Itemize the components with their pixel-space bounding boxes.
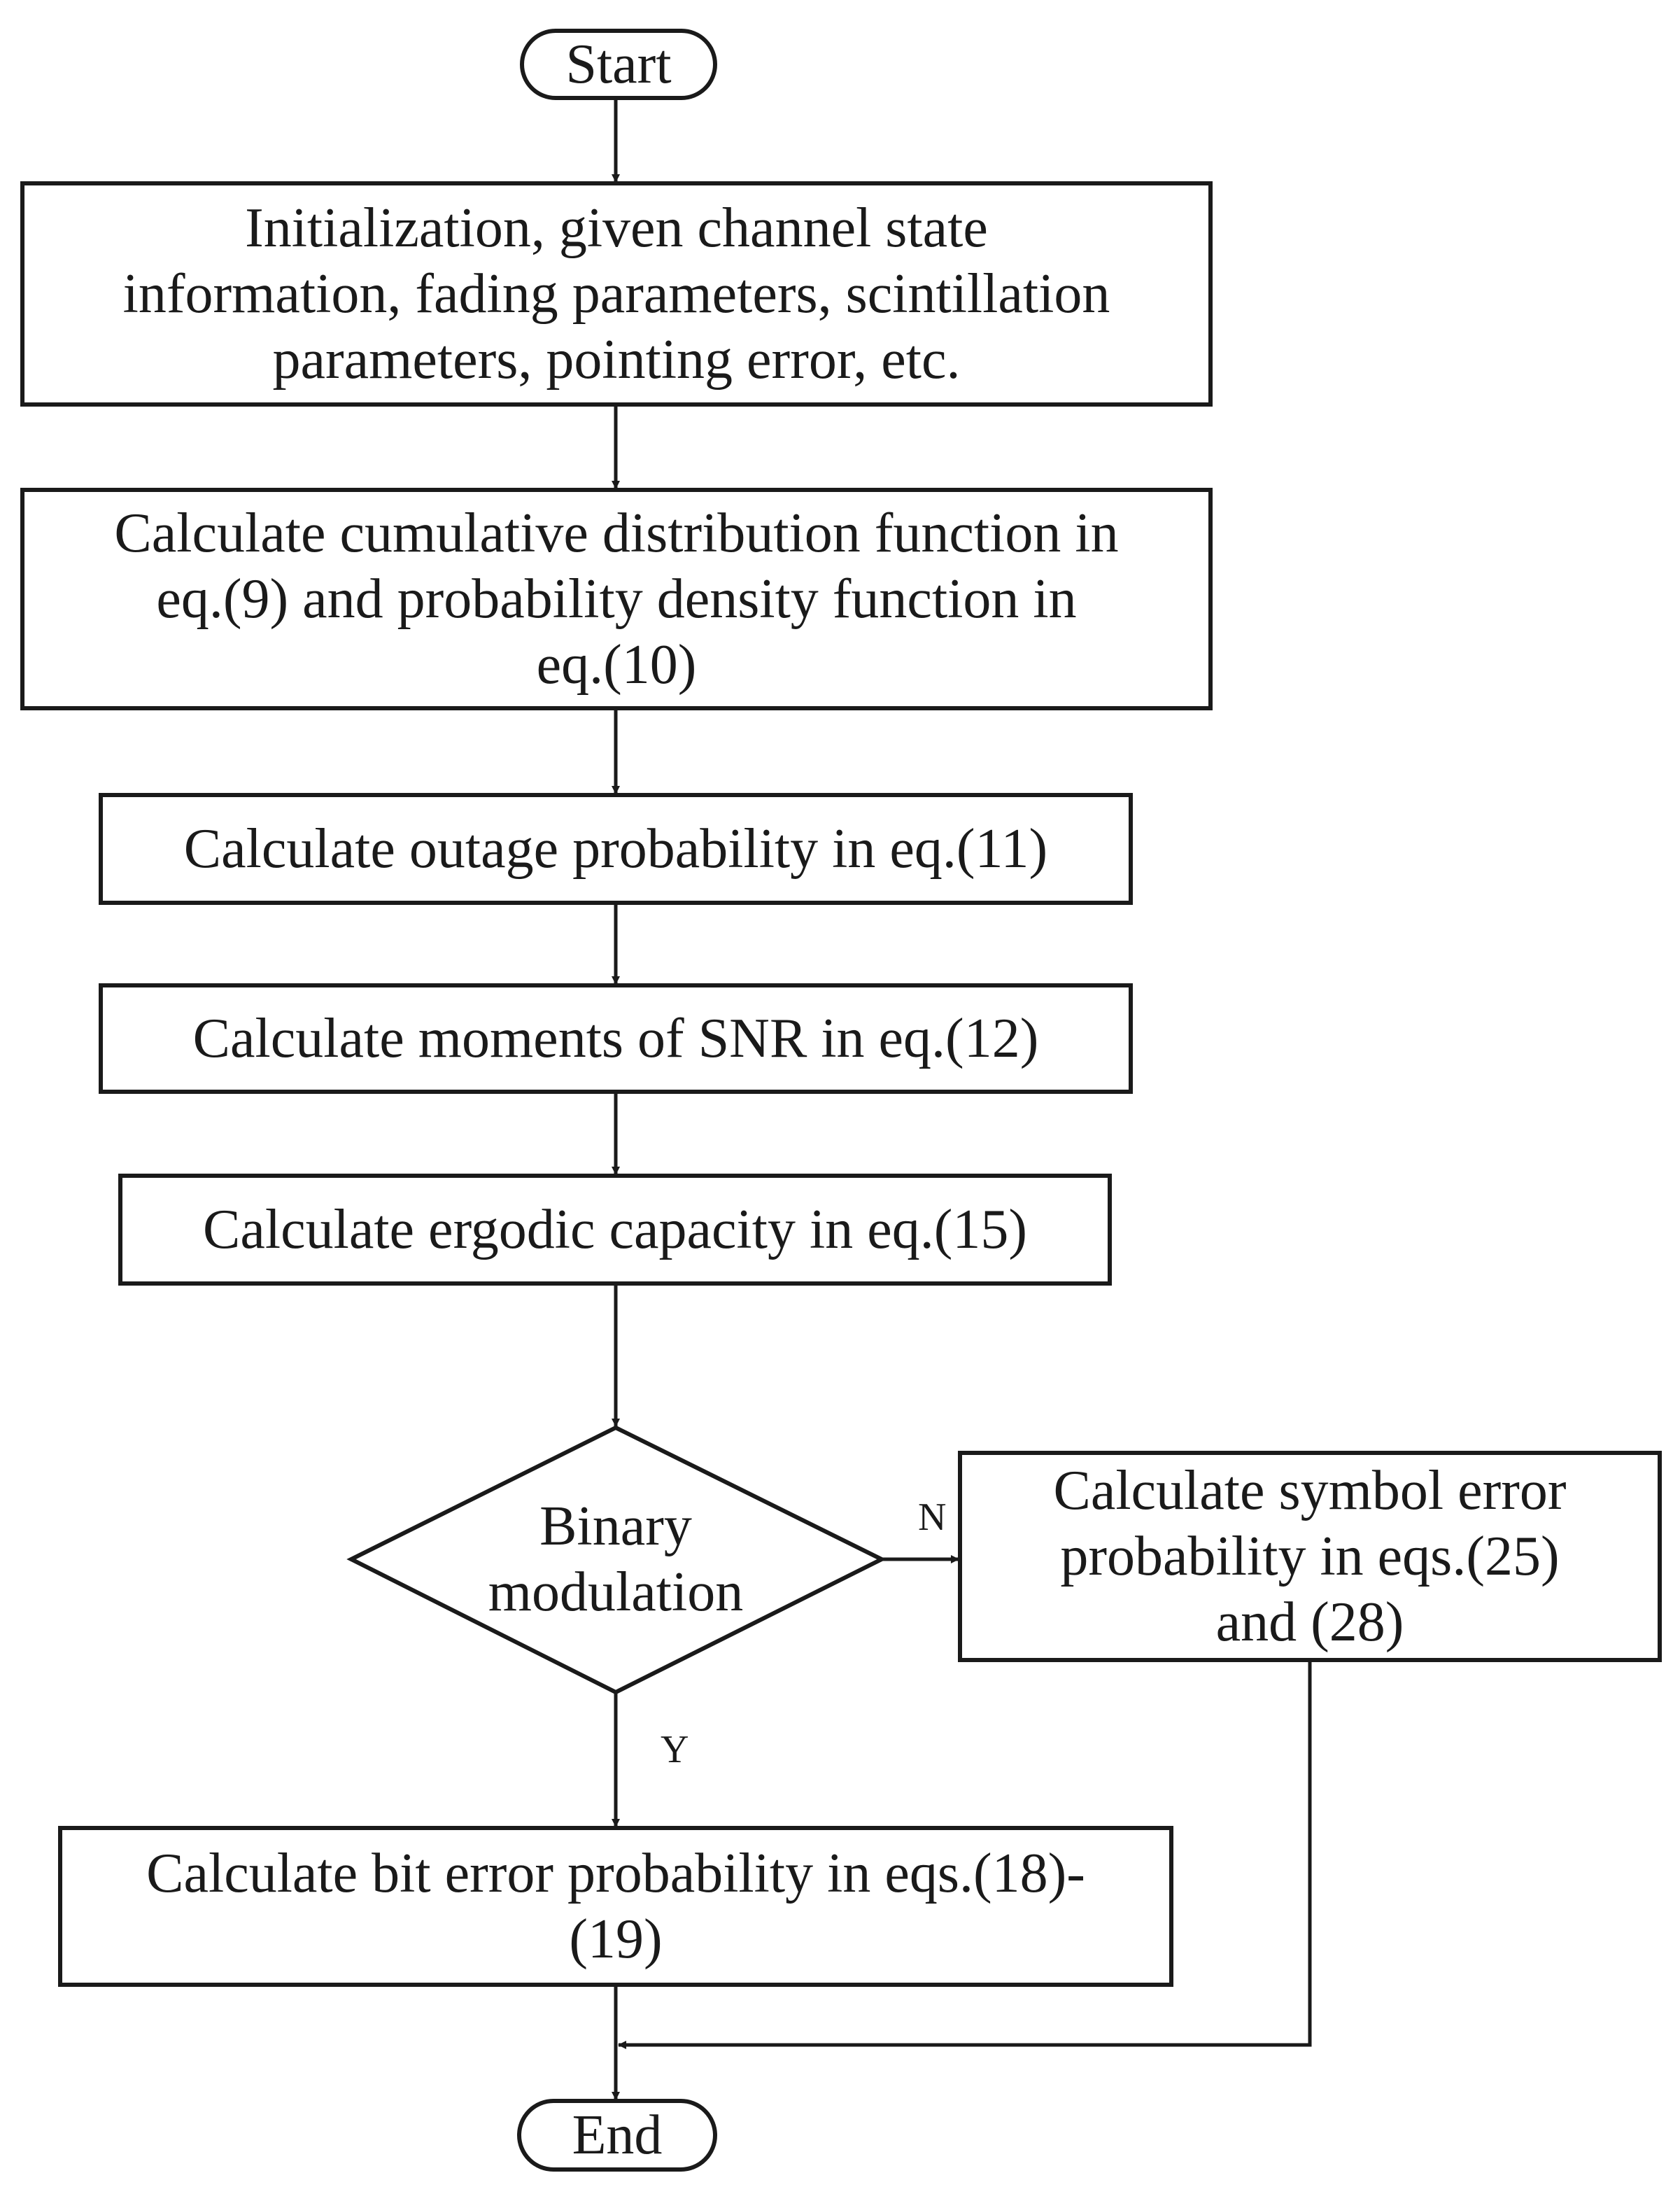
outage-box — [99, 793, 1133, 905]
ser-box — [958, 1451, 1662, 1662]
ber-box — [58, 1826, 1173, 1987]
init-box — [20, 181, 1213, 407]
init-label: Initialization, given channel state info… — [122, 197, 1110, 391]
start-terminator — [520, 29, 717, 100]
end-terminator — [517, 2099, 717, 2172]
outage-label: Calculate outage probability in eq.(11) — [183, 818, 1048, 880]
start-label: Start — [565, 34, 672, 95]
edge-label-yes: Y — [661, 1728, 689, 1771]
end-label: End — [572, 2104, 663, 2166]
arrow-ser-to-merge — [618, 1660, 1312, 2049]
capacity-label: Calculate ergodic capacity in eq.(15) — [202, 1199, 1027, 1260]
decision-label: Binary modulation — [488, 1496, 744, 1623]
moments-label: Calculate moments of SNR in eq.(12) — [192, 1008, 1039, 1069]
edge-label-no: N — [918, 1496, 947, 1539]
ber-label: Calculate bit error probability in eqs.(… — [146, 1843, 1085, 1970]
cdf-pdf-label: Calculate cumulative distribution functi… — [114, 502, 1119, 696]
cdf-pdf-box — [20, 488, 1213, 710]
ser-label: Calculate symbol error probability in eq… — [1053, 1460, 1567, 1653]
